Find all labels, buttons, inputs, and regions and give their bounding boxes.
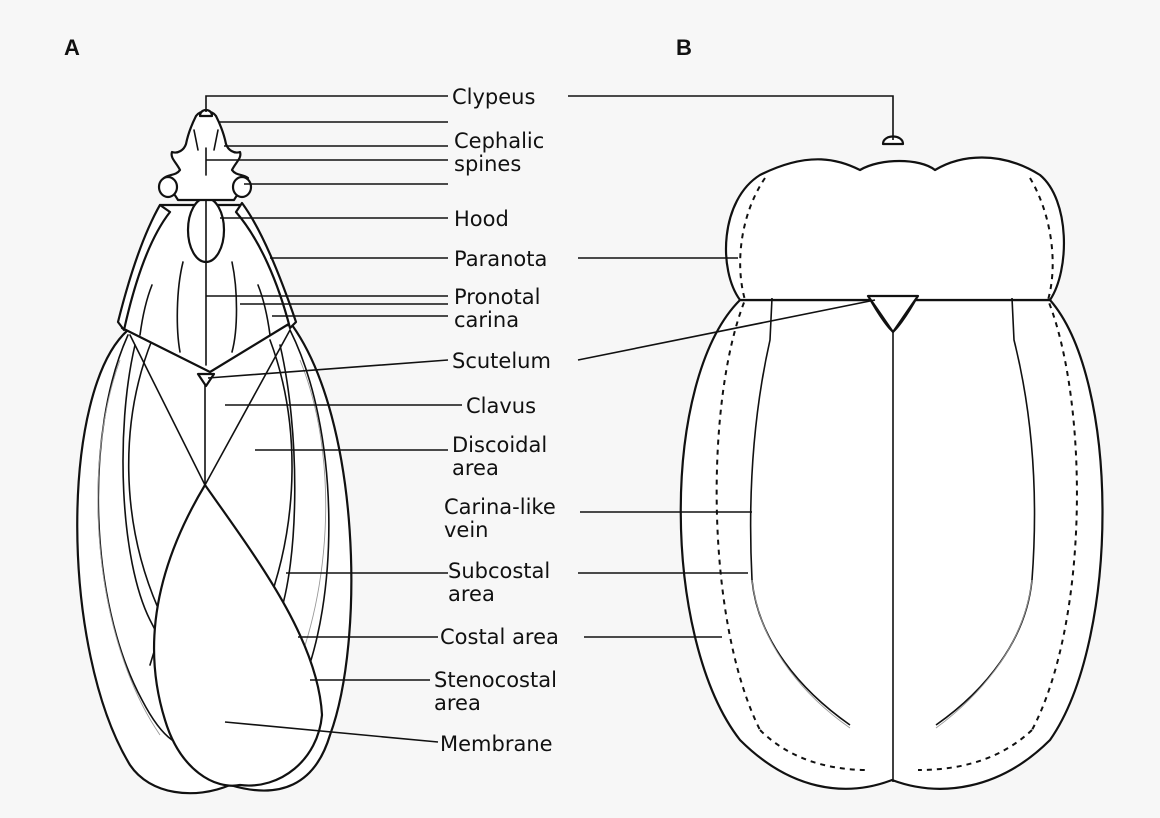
figure-b xyxy=(681,137,1103,789)
eye-right-a xyxy=(233,177,251,197)
label-pronotal: Pronotal xyxy=(454,285,540,309)
label-cephalic: Cephalic xyxy=(454,129,544,153)
label-carina-like: Carina-like xyxy=(444,495,556,519)
label-spines: spines xyxy=(454,152,521,176)
leader-clypeus xyxy=(206,96,893,140)
pronotum-b xyxy=(726,158,1064,301)
label-carina: carina xyxy=(454,308,519,332)
label-subcostal: Subcostal xyxy=(448,559,550,583)
label-subcostal-area: area xyxy=(448,582,495,606)
label-stenocostal-area: area xyxy=(434,691,481,715)
labels: Clypeus Cephalic spines Hood Paranota Pr… xyxy=(434,85,559,756)
label-vein: vein xyxy=(444,518,489,542)
label-paranota: Paranota xyxy=(454,247,547,271)
label-scutelum: Scutelum xyxy=(452,349,551,373)
eye-left-a xyxy=(159,177,177,197)
label-hood: Hood xyxy=(454,207,509,231)
label-membrane: Membrane xyxy=(440,732,553,756)
panel-label-a: A xyxy=(64,35,80,60)
elytra-outline-b xyxy=(681,300,1103,789)
label-discoidal: Discoidal xyxy=(452,433,547,457)
panel-label-b: B xyxy=(676,35,692,60)
label-clypeus: Clypeus xyxy=(452,85,535,109)
label-stenocostal: Stenocostal xyxy=(434,668,557,692)
label-discoidal-area: area xyxy=(452,456,499,480)
figure-a xyxy=(77,110,351,793)
label-clavus: Clavus xyxy=(466,394,536,418)
label-costal-area: Costal area xyxy=(440,625,559,649)
